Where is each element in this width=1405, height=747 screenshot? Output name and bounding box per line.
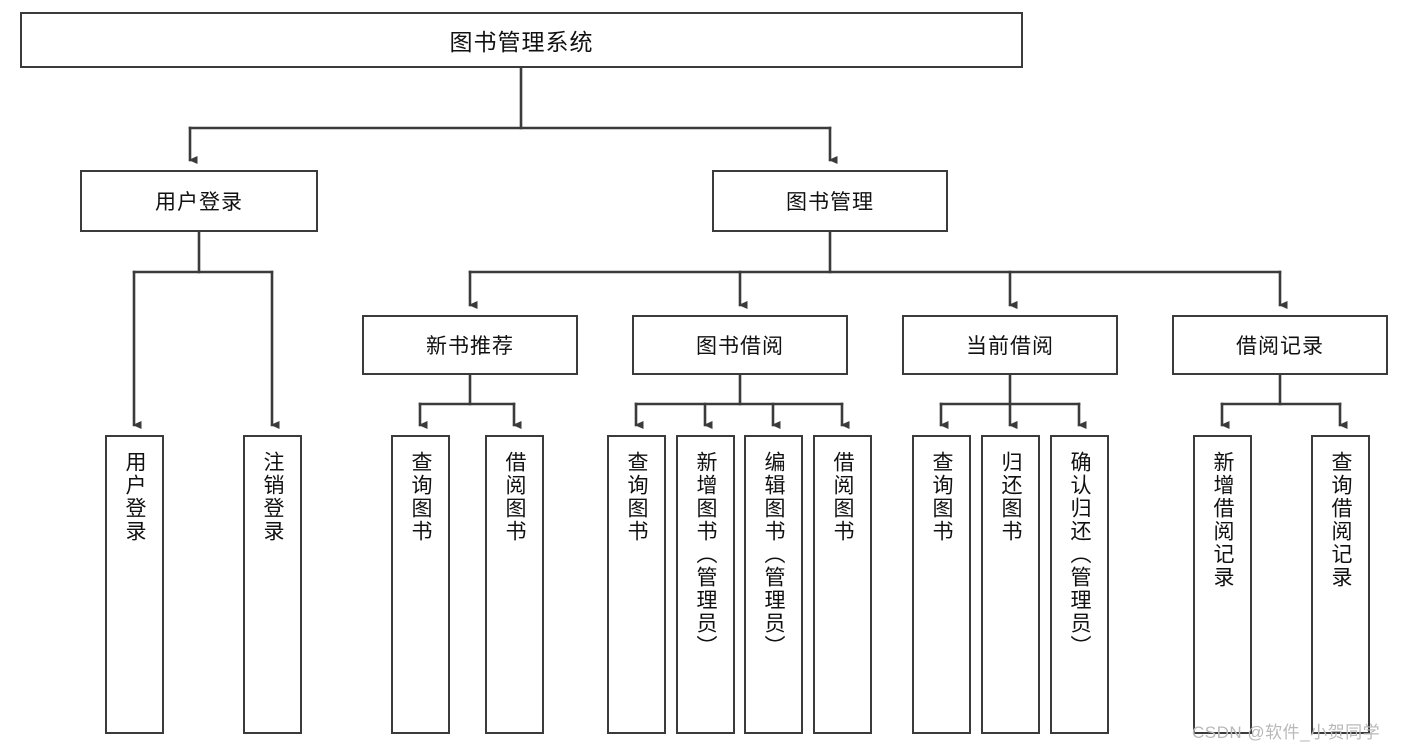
node-book-borrow[interactable]: 图书借阅 (632, 315, 848, 375)
node-label: 注销登录 (261, 451, 285, 543)
node-leaf-add-book[interactable]: 新增图书（管理员） (676, 435, 735, 734)
node-leaf-query-book-2[interactable]: 查询图书 (607, 435, 666, 734)
node-leaf-borrow-book-1[interactable]: 借阅图书 (485, 435, 544, 734)
node-leaf-add-record[interactable]: 新增借阅记录 (1193, 435, 1252, 734)
node-leaf-return-book[interactable]: 归还图书 (981, 435, 1040, 734)
node-label: 查询图书 (625, 451, 649, 543)
node-label: 确认归还（管理员） (1068, 451, 1092, 658)
node-new-book-recommend[interactable]: 新书推荐 (362, 315, 578, 375)
node-label: 新增图书（管理员） (694, 451, 718, 658)
node-current-borrow[interactable]: 当前借阅 (902, 315, 1118, 375)
node-label: 借阅记录 (1236, 335, 1324, 358)
node-leaf-logout-login[interactable]: 注销登录 (243, 435, 302, 734)
csdn-watermark: CSDN @软件_小贺同学 (1192, 723, 1381, 742)
node-leaf-query-book-3[interactable]: 查询图书 (912, 435, 971, 734)
node-leaf-query-book-1[interactable]: 查询图书 (391, 435, 450, 734)
node-leaf-confirm-return[interactable]: 确认归还（管理员） (1050, 435, 1109, 734)
node-label: 用户登录 (123, 451, 147, 543)
node-leaf-query-record[interactable]: 查询借阅记录 (1311, 435, 1370, 734)
node-label: 图书管理 (786, 191, 874, 214)
node-label: 当前借阅 (966, 335, 1054, 358)
node-label: 新增借阅记录 (1211, 451, 1235, 589)
node-label: 查询图书 (409, 451, 433, 543)
node-label: 用户登录 (155, 191, 243, 214)
node-label: 借阅图书 (503, 451, 527, 543)
node-label: 查询借阅记录 (1329, 451, 1353, 589)
node-label: 借阅图书 (831, 451, 855, 543)
node-leaf-borrow-book-2[interactable]: 借阅图书 (813, 435, 872, 734)
node-book-management[interactable]: 图书管理 (712, 170, 948, 232)
node-root-book-management-system[interactable]: 图书管理系统 (20, 12, 1023, 68)
node-label: 图书管理系统 (449, 29, 594, 55)
node-label: 编辑图书（管理员） (762, 451, 786, 658)
node-user-login[interactable]: 用户登录 (80, 170, 318, 232)
node-leaf-edit-book[interactable]: 编辑图书（管理员） (744, 435, 803, 734)
node-label: 新书推荐 (426, 335, 514, 358)
node-label: 图书借阅 (696, 335, 784, 358)
node-label: 查询图书 (930, 451, 954, 543)
node-leaf-user-login[interactable]: 用户登录 (105, 435, 164, 734)
node-label: 归还图书 (999, 451, 1023, 543)
node-borrow-record[interactable]: 借阅记录 (1172, 315, 1388, 375)
